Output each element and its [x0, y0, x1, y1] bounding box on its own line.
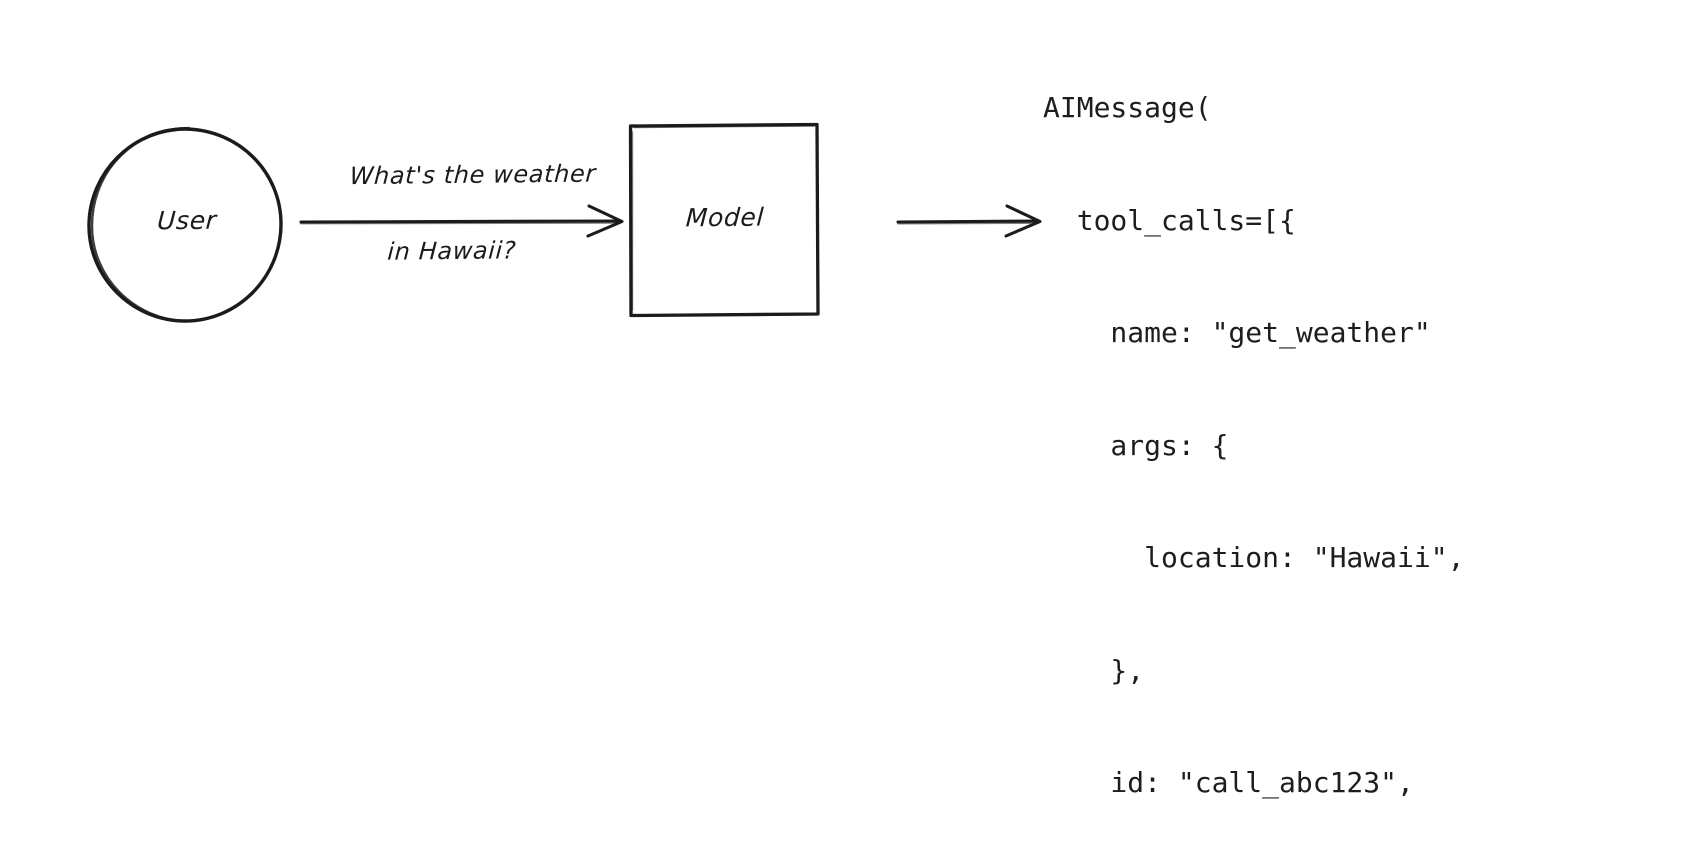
user-node-circle[interactable]: [87, 126, 283, 323]
ai-message-code-output: AIMessage( tool_calls=[{ name: "get_weat…: [1043, 14, 1464, 864]
user-message-line-2: in Hawaii?: [386, 236, 518, 266]
code-line: },: [1043, 653, 1145, 687]
model-node-label: Model: [685, 202, 765, 233]
user-node-label: User: [156, 205, 218, 236]
model-node-rectangle[interactable]: [628, 122, 820, 318]
code-line: args: {: [1043, 428, 1229, 462]
diagram-canvas: User Model What's the weather in Hawaii?…: [87, 91, 1464, 799]
user-message-label: What's the weather in Hawaii?: [281, 116, 625, 347]
code-line: tool_calls=[{: [1043, 203, 1296, 237]
sketch-shapes-layer: [87, 122, 1042, 323]
code-line: name: "get_weather": [1043, 316, 1431, 349]
arrow-model-to-output: [896, 204, 1042, 238]
code-line: location: "Hawaii",: [1043, 541, 1465, 574]
user-message-line-1: What's the weather: [348, 159, 597, 191]
code-line: AIMessage(: [1043, 91, 1212, 124]
code-line: id: "call_abc123",: [1043, 766, 1414, 799]
arrow-user-to-model: [299, 204, 624, 238]
